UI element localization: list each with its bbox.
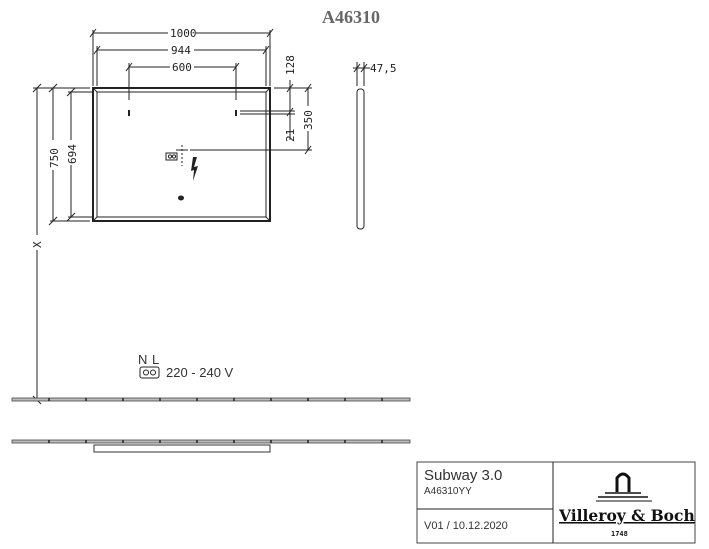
mirror-front-view [92, 87, 271, 222]
brand-logo-icon [596, 472, 652, 502]
dim-hole-spacing-label: 600 [172, 61, 192, 74]
title-block [416, 461, 696, 544]
dim-hole-offset-label: 21 [284, 129, 297, 142]
dim-height-outer-label: 750 [48, 148, 61, 168]
dim-mount-height-label: X [31, 241, 44, 248]
article-number: A46310 [322, 7, 380, 27]
dimension-right [190, 80, 312, 155]
mirror-side-view [353, 62, 370, 230]
socket-icon [165, 145, 188, 166]
lightning-icon [191, 157, 198, 181]
dim-width-inner-label: 944 [171, 44, 191, 57]
product-name: Subway 3.0 [424, 467, 502, 484]
dim-top-to-holes-label: 128 [284, 55, 297, 75]
wall-line-bottom [11, 439, 411, 453]
dimension-width-inner [93, 45, 270, 86]
dimension-width-outer [89, 28, 274, 86]
wall-line-top [11, 397, 411, 402]
dim-top-to-socket-label: 350 [302, 110, 315, 130]
neutral-label: N [138, 352, 147, 367]
power-socket-icon [139, 366, 160, 379]
live-label: L [152, 352, 159, 367]
dimension-left [32, 83, 93, 405]
brand-name: Villeroy & Boch [558, 506, 695, 525]
brand-year: 1748 [611, 530, 628, 538]
voltage-label: 220 - 240 V [166, 365, 234, 380]
dim-depth-label: 47,5 [370, 62, 397, 75]
product-code: A46310YY [424, 486, 472, 497]
dim-height-inner-label: 694 [66, 144, 79, 164]
version-date: V01 / 10.12.2020 [424, 520, 508, 532]
dimension-hole-spacing [125, 62, 240, 100]
dim-width-outer-label: 1000 [170, 27, 197, 40]
sensor-icon [178, 195, 184, 201]
